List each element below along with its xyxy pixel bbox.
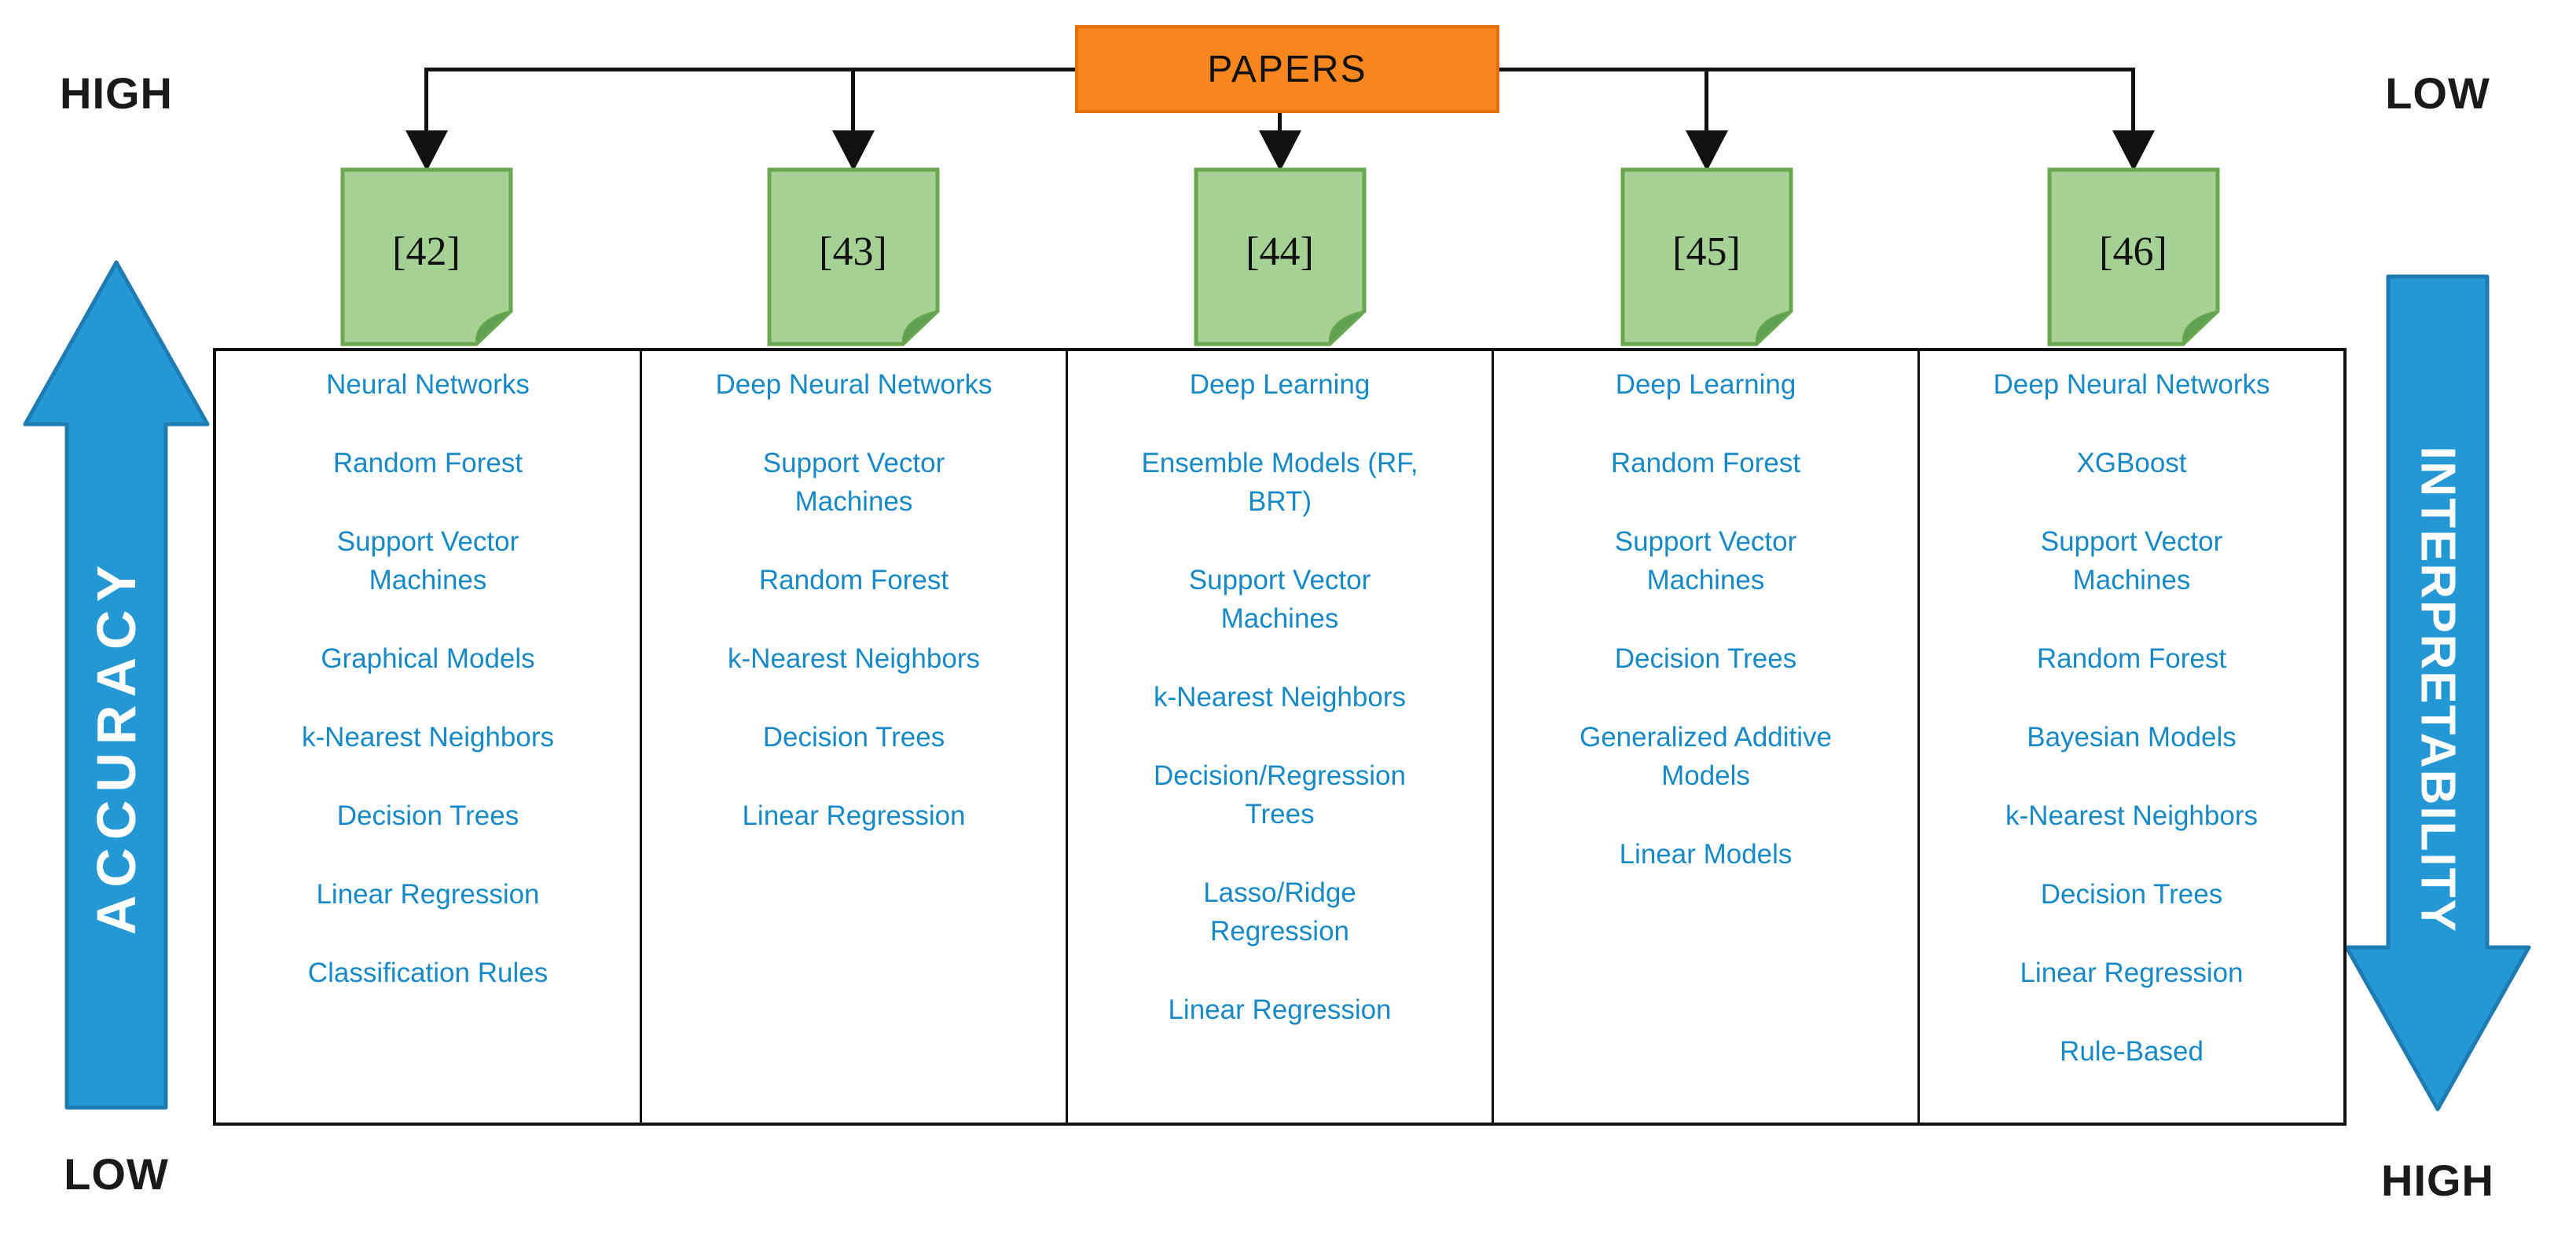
model-item: Deep Neural Networks	[715, 369, 993, 400]
paper-ref-label: [45]	[1672, 229, 1741, 274]
model-item: Linear Models	[1619, 839, 1793, 870]
sticky-note-icon	[2047, 167, 2220, 346]
paper-ref-label: [43]	[819, 229, 887, 274]
sticky-note-icon	[340, 167, 513, 346]
paper-ref-label: [46]	[2099, 229, 2167, 274]
model-item: k-Nearest Neighbors	[728, 643, 980, 674]
model-item: XGBoost	[2076, 448, 2187, 478]
model-item: Neural Networks	[326, 369, 530, 400]
note-cell: [44]	[1066, 167, 1493, 349]
notes-row: [42] [43] [44] [45]	[213, 167, 2347, 349]
paper-note: [43]	[766, 167, 941, 347]
model-item: Support Vector Machines	[1614, 526, 1797, 595]
model-item: Ensemble Models (RF, BRT)	[1141, 448, 1418, 517]
model-item: Lasso/Ridge Regression	[1203, 877, 1356, 947]
note-cell: [42]	[213, 167, 640, 349]
arrowhead-down-icon	[405, 130, 448, 171]
note-cell: [43]	[640, 167, 1066, 349]
connector-vertical-line	[1704, 68, 1708, 134]
connector-vertical-line	[424, 68, 428, 134]
model-item: Classification Rules	[307, 958, 549, 988]
interpretability-arrow-down-icon	[2344, 274, 2531, 1112]
model-item: k-Nearest Neighbors	[2005, 800, 2258, 831]
model-item: Random Forest	[758, 565, 949, 595]
paper-note: [45]	[1620, 167, 1794, 347]
note-cell: [46]	[1920, 167, 2347, 349]
connector-vertical-line	[851, 68, 855, 134]
model-item: Linear Regression	[316, 879, 540, 910]
sticky-note-icon	[1194, 167, 1367, 346]
papers-box-label: PAPERS	[1207, 48, 1367, 90]
paper-note: [44]	[1193, 167, 1367, 347]
sticky-note-icon	[1620, 167, 1793, 346]
interpretability-low-label: LOW	[2385, 68, 2490, 118]
model-item: Decision Trees	[1614, 643, 1797, 674]
model-item: Linear Regression	[742, 800, 966, 831]
model-item: Rule-Based	[2060, 1036, 2204, 1067]
paper-ref-label: [42]	[392, 229, 461, 274]
connector-vertical-line	[2131, 68, 2135, 134]
arrowhead-down-icon	[1258, 130, 1301, 171]
model-item: Deep Neural Networks	[1993, 369, 2270, 400]
model-item: Decision/Regression Trees	[1154, 760, 1406, 830]
paper-ref-label: [44]	[1246, 229, 1314, 274]
model-item: Deep Learning	[1615, 369, 1796, 400]
model-item: k-Nearest Neighbors	[1154, 682, 1406, 712]
interpretability-high-label: HIGH	[2381, 1156, 2494, 1205]
model-item: Decision Trees	[336, 800, 519, 831]
note-cell: [45]	[1493, 167, 1920, 349]
model-item: Support Vector Machines	[2040, 526, 2223, 595]
arrowhead-down-icon	[1685, 130, 1728, 171]
model-item: Decision Trees	[762, 722, 945, 753]
accuracy-high-label: HIGH	[60, 68, 173, 118]
papers-box: PAPERS	[1075, 25, 1499, 113]
model-item: Bayesian Models	[2027, 722, 2237, 753]
arrowhead-down-icon	[2112, 130, 2155, 171]
interpretability-axis-label: INTERPRETABILITY	[2410, 446, 2465, 933]
model-item: Random Forest	[2036, 643, 2227, 674]
paper-note: [42]	[339, 167, 514, 347]
paper-note: [46]	[2046, 167, 2221, 347]
sticky-note-icon	[767, 167, 940, 346]
model-item: Support Vector Machines	[762, 448, 945, 517]
model-item: Support Vector Machines	[1188, 565, 1371, 634]
accuracy-axis-label: ACCURACY	[86, 557, 147, 936]
accuracy-low-label: LOW	[64, 1149, 169, 1199]
model-item: k-Nearest Neighbors	[302, 722, 554, 753]
arrowhead-down-icon	[831, 130, 875, 171]
model-item: Support Vector Machines	[336, 526, 519, 595]
model-item: Decision Trees	[2040, 879, 2223, 910]
model-item: Linear Regression	[1168, 994, 1392, 1025]
accuracy-arrow-up-icon	[23, 260, 210, 1110]
model-item: Deep Learning	[1189, 369, 1371, 400]
model-item: Graphical Models	[321, 643, 535, 674]
model-item: Random Forest	[332, 448, 523, 478]
model-item: Linear Regression	[2020, 958, 2244, 988]
model-item: Generalized Additive Models	[1579, 722, 1833, 791]
model-item: Random Forest	[1610, 448, 1801, 478]
